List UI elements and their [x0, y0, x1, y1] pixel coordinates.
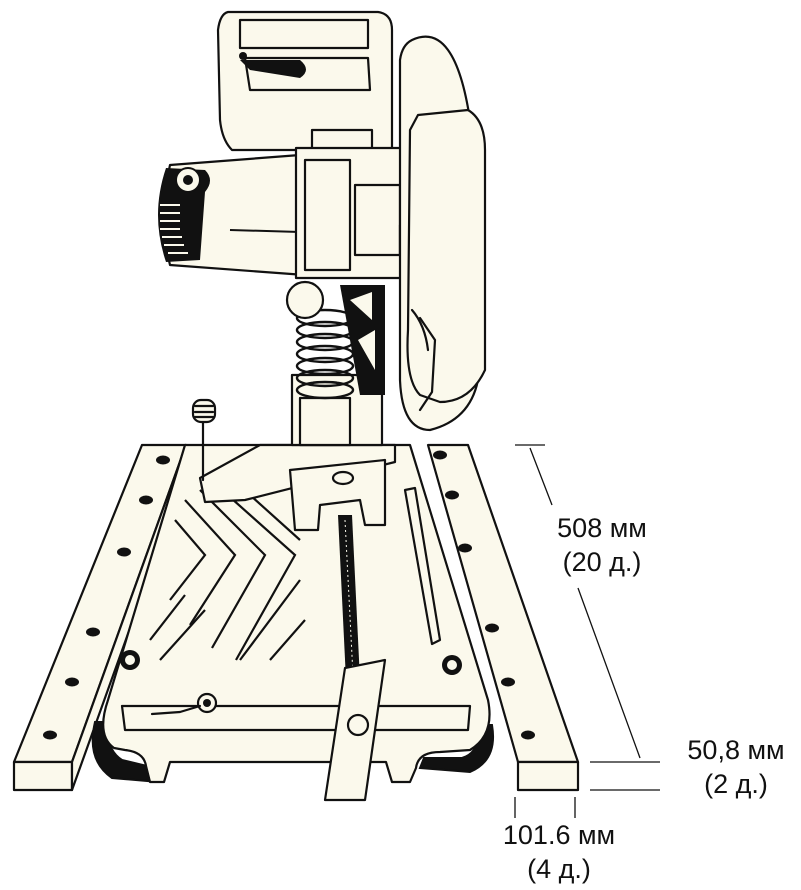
wrench: [150, 692, 218, 716]
length-dim-line-lower: [577, 587, 641, 759]
dimension-lines: [514, 444, 660, 818]
blade-guard: [398, 35, 487, 432]
handle-housing: [216, 10, 394, 154]
length-imperial: (20 д.): [562, 547, 642, 577]
height-dimension-label: 50,8 мм (2 д.): [674, 733, 798, 801]
width-imperial: (4 д.): [527, 854, 591, 884]
right-support-block: [426, 443, 580, 792]
column-spring: [285, 280, 385, 447]
motor: [158, 146, 412, 280]
height-imperial: (2 д.): [704, 769, 768, 799]
vise-assembly: [191, 398, 397, 802]
height-metric: 50,8 мм: [687, 735, 785, 765]
base-plate: [102, 443, 491, 784]
length-dim-line-upper: [529, 447, 553, 506]
width-dimension-label: 101.6 мм (4 д.): [484, 818, 634, 886]
left-support-block: [12, 443, 188, 792]
width-metric: 101.6 мм: [502, 820, 616, 850]
length-dimension-label: 508 мм (20 д.): [532, 511, 672, 579]
length-metric: 508 мм: [557, 513, 647, 543]
